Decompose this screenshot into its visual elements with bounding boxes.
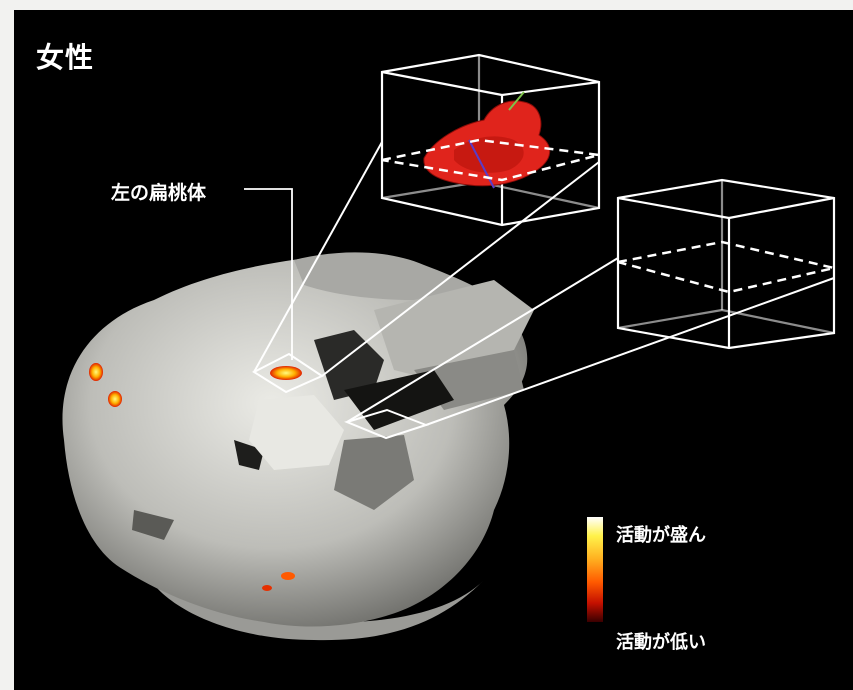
activation-spot-bottom-2 xyxy=(262,585,272,591)
brain-scene xyxy=(14,10,853,690)
activation-spot-left-2 xyxy=(108,391,122,407)
figure-panel: 女性 左の扁桃体 活動が盛ん 活動が低い xyxy=(14,10,853,690)
activation-spot-left-1 xyxy=(89,363,103,381)
brain-3d-render xyxy=(62,252,534,640)
cube-right-slice xyxy=(618,242,834,292)
colorbar-high-label: 活動が盛ん xyxy=(616,521,706,547)
wireframe-cube-right xyxy=(618,180,834,348)
colorbar-low-label: 活動が低い xyxy=(616,628,706,654)
activation-spot-amygdala xyxy=(270,366,302,380)
region-label-left-amygdala: 左の扁桃体 xyxy=(111,178,206,205)
activation-spot-bottom-1 xyxy=(281,572,295,580)
colorbar xyxy=(587,517,603,622)
figure-title: 女性 xyxy=(36,36,94,76)
